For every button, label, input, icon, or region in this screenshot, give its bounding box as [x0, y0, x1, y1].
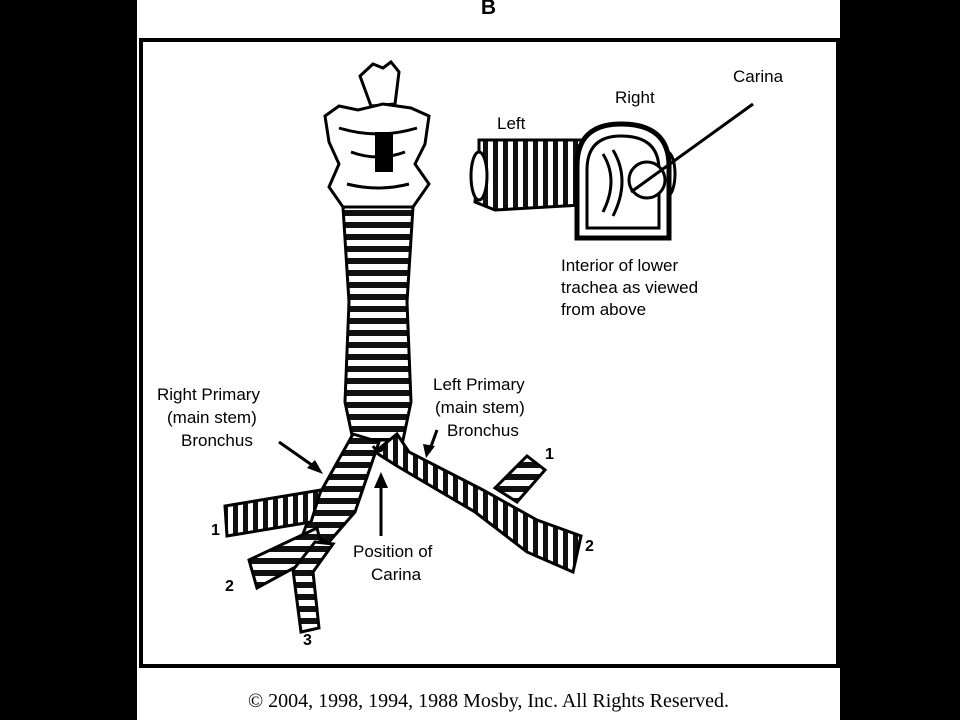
panel-letter: B [480, 0, 497, 19]
label-left-top: Left [497, 114, 526, 133]
copyright-notice: © 2004, 1998, 1994, 1988 Mosby, Inc. All… [247, 690, 730, 712]
position-of-carina-line-2: Carina [371, 565, 422, 584]
number-right-lower: 3 [303, 632, 312, 649]
number-right-upper: 1 [211, 522, 220, 539]
trachea-illustration [223, 59, 754, 634]
left-bronchus [372, 431, 583, 575]
number-left-lower: 2 [585, 538, 594, 555]
left-primary-line-1: Left Primary [433, 375, 525, 394]
right-primary-line-1: Right Primary [157, 385, 260, 404]
right-bronchus [223, 432, 381, 634]
larynx [323, 59, 431, 209]
figure-frame: Carina Right Left Interior of lower trac… [139, 38, 840, 668]
number-right-middle: 2 [225, 578, 234, 595]
label-carina-top: Carina [733, 67, 784, 86]
slide: B [137, 0, 840, 720]
left-primary-line-2: (main stem) [435, 398, 525, 417]
interior-caption-line-3: from above [561, 300, 647, 319]
interior-caption-line-1: Interior of lower [561, 256, 679, 275]
carina-notch [371, 445, 387, 453]
number-left-upper: 1 [545, 446, 554, 463]
label-right-top: Right [615, 88, 655, 107]
leader-lines [278, 429, 439, 536]
left-primary-line-3: Bronchus [447, 421, 519, 440]
position-of-carina-line-1: Position of [353, 542, 433, 561]
trachea [341, 205, 415, 442]
interior-caption-line-2: trachea as viewed [561, 278, 699, 297]
interior-inset [469, 102, 754, 241]
right-primary-line-2: (main stem) [167, 408, 257, 427]
right-primary-line-3: Bronchus [181, 431, 253, 450]
